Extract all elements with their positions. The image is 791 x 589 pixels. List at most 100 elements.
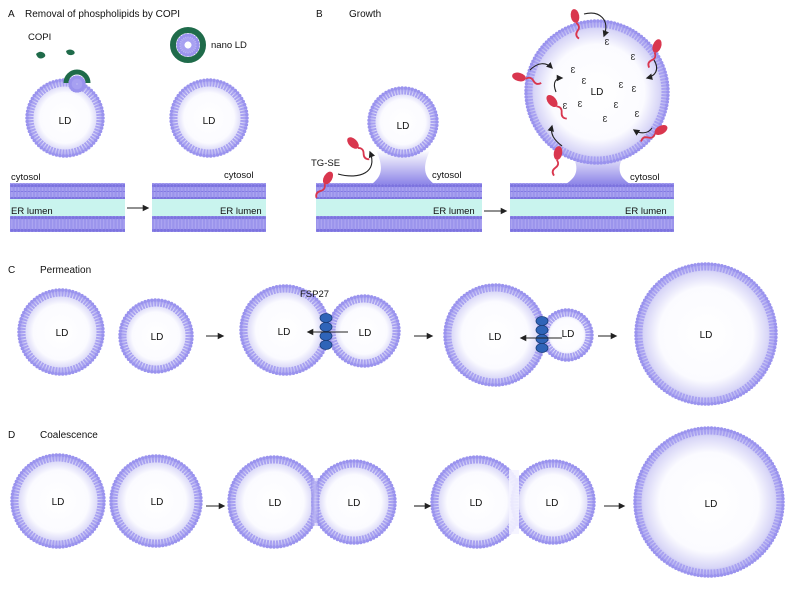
phospholipid-head	[680, 398, 684, 402]
phospholipid-head	[245, 113, 249, 117]
phospholipid-head	[32, 460, 36, 464]
phospholipid-head	[58, 453, 62, 457]
phospholipid-head	[770, 355, 774, 359]
phospholipid-head	[666, 84, 670, 88]
phospholipid-head	[272, 286, 276, 290]
phospholipid-head	[739, 433, 743, 437]
phospholipid-head	[433, 107, 437, 111]
phospholipid-head	[661, 116, 665, 120]
phospholipid-head	[468, 290, 472, 294]
phospholipid-head	[245, 116, 249, 120]
phospholipid-head	[48, 290, 52, 294]
copi-fragment-icon	[66, 50, 75, 56]
phospholipid-head	[58, 154, 62, 158]
phospholipid-head	[100, 486, 104, 490]
phospholipid-head	[393, 346, 397, 350]
phospholipid-head	[173, 365, 177, 369]
phospholipid-head	[175, 136, 179, 140]
phospholipid-head	[286, 457, 290, 461]
er-membrane-a1-lower-leaflet-inner	[10, 224, 125, 232]
phospholipid-head	[141, 456, 145, 460]
phospholipid-head	[186, 351, 190, 355]
phospholipid-head	[173, 133, 177, 137]
phospholipid-head	[768, 303, 772, 307]
phospholipid-head	[384, 91, 388, 95]
phospholipid-head	[491, 383, 495, 387]
phospholipid-head	[726, 572, 730, 576]
fsp27-subunit	[536, 326, 548, 335]
phospholipid-head	[100, 106, 104, 110]
phospholipid-head	[635, 344, 639, 348]
phospholipid-head	[639, 473, 643, 477]
phospholipid-head	[387, 151, 391, 155]
phospholipid-head	[118, 333, 122, 337]
phospholipid-head	[189, 324, 193, 328]
phospholipid-head	[244, 126, 248, 130]
phospholipid-head	[635, 321, 639, 325]
phospholipid-head	[196, 80, 200, 84]
phospholipid-head	[11, 506, 15, 510]
phospholipid-head	[233, 523, 237, 527]
phospholipid-head	[687, 571, 691, 575]
phospholipid-head	[77, 292, 81, 296]
phospholipid-head	[775, 530, 779, 534]
panel-a-title: Removal of phospholipids by COPI	[25, 9, 180, 20]
phospholipid-head	[219, 80, 223, 84]
phospholipid-head	[590, 333, 594, 337]
phospholipid-head	[674, 434, 678, 438]
phospholipid-head	[713, 263, 717, 267]
phospholipid-head	[641, 301, 645, 305]
phospholipid-head	[713, 426, 717, 430]
phospholipid-head	[636, 518, 640, 522]
phospholipid-head	[666, 87, 670, 91]
phospholipid-head	[143, 369, 147, 373]
phospholipid-head	[31, 136, 35, 140]
phospholipid-head	[196, 152, 200, 156]
phospholipid-head	[228, 507, 232, 511]
phospholipid-head	[154, 454, 158, 458]
phospholipid-head	[120, 323, 124, 327]
phospholipid-head	[697, 402, 701, 406]
phospholipid-head	[636, 479, 640, 483]
phospholipid-head	[545, 460, 549, 464]
phospholipid-head	[501, 383, 505, 387]
phospholipid-head	[570, 157, 574, 161]
phospholipid-head	[677, 433, 681, 437]
phospholipid-head	[174, 459, 178, 463]
phospholipid-head	[101, 116, 105, 120]
phospholipid-head	[349, 459, 353, 463]
phospholipid-head	[268, 370, 272, 374]
phospholipid-head	[366, 364, 370, 368]
fusion-pore-d	[311, 478, 319, 526]
phospholipid-head	[250, 461, 254, 465]
phospholipid-head	[138, 457, 142, 461]
phospholipid-head	[241, 133, 245, 137]
phospholipid-head	[102, 499, 106, 503]
phospholipid-head	[720, 264, 724, 268]
phospholipid-head	[634, 331, 638, 335]
copi-fragment-icon	[36, 52, 45, 59]
phospholipid-head	[532, 464, 536, 468]
phospholipid-head	[253, 460, 256, 464]
phospholipid-head	[482, 456, 486, 460]
phospholipid-head	[272, 455, 276, 459]
phospholipid-head	[171, 126, 175, 130]
phospholipid-head	[736, 270, 740, 274]
phospholipid-head	[19, 317, 23, 321]
phospholipid-head	[489, 457, 493, 461]
phospholipid-head	[227, 497, 231, 501]
phospholipid-head	[55, 153, 59, 157]
phospholipid-head	[588, 343, 592, 347]
phospholipid-head	[472, 455, 476, 459]
phospholipid-head	[407, 154, 411, 158]
ld-label-d5: LD	[470, 498, 483, 509]
ld-label-d7: LD	[705, 499, 718, 510]
phospholipid-head	[520, 376, 524, 380]
phospholipid-head	[276, 545, 280, 549]
phospholipid-head	[38, 542, 42, 546]
phospholipid-head	[295, 371, 299, 375]
phospholipid-head	[640, 360, 644, 364]
phospholipid-head	[349, 541, 353, 545]
phospholipid-head	[370, 295, 374, 299]
phospholipid-head	[690, 401, 694, 405]
